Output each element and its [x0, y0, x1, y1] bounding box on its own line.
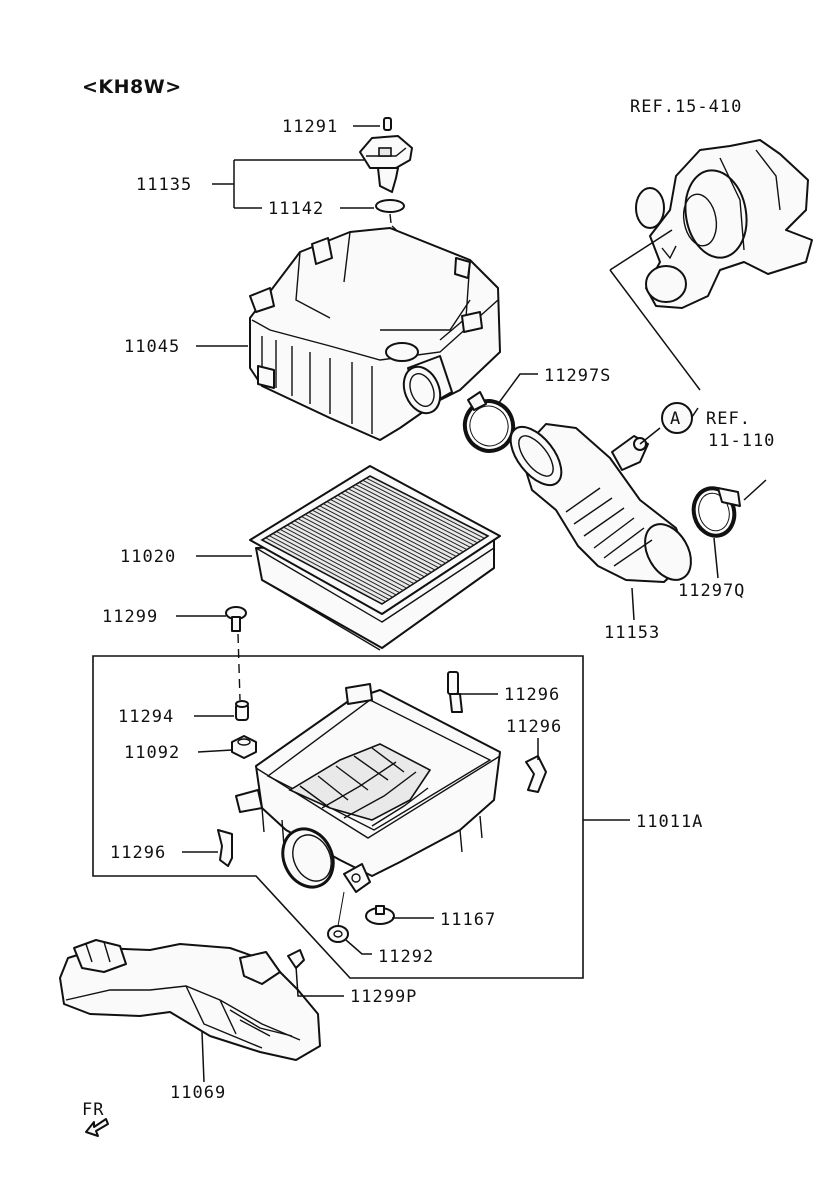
- front-arrow-icon: [85, 1118, 109, 1137]
- label-11135: 11135: [136, 175, 192, 195]
- label-11299: 11299: [102, 607, 158, 627]
- airflow-sensor-11135: [359, 135, 413, 193]
- hose-clamp-11297q: [691, 486, 741, 538]
- label-11297s: 11297S: [544, 366, 611, 386]
- clip-11296-top: [447, 671, 463, 713]
- leader-11292: [345, 939, 372, 955]
- clip-11299p: [287, 949, 305, 969]
- leader-11153: [631, 587, 635, 621]
- label-11291: 11291: [282, 117, 338, 137]
- leader-11297q: [713, 537, 719, 579]
- leader-11092: [197, 749, 233, 753]
- label-11292: 11292: [378, 947, 434, 967]
- leader-11299p: [295, 965, 344, 997]
- ref-line-side: [743, 479, 767, 501]
- clip-11296-left: [217, 829, 233, 867]
- label-11153: 11153: [604, 623, 660, 643]
- air-cleaner-cover-11045: [249, 227, 501, 441]
- turbocharger-reference: [635, 139, 813, 309]
- filter-element-11020: [249, 465, 501, 651]
- callout-leader: [639, 427, 661, 445]
- filter-pleats: [265, 477, 485, 603]
- hose-clamp-11297s: [462, 391, 516, 453]
- label-11296-right: 11296: [506, 717, 562, 737]
- label-11142: 11142: [268, 199, 324, 219]
- callout-a-circle: [661, 402, 693, 434]
- ref-line-turbo-2: [609, 269, 701, 391]
- label-11020: 11020: [120, 547, 176, 567]
- screw-11291: [383, 117, 392, 131]
- label-11167: 11167: [440, 910, 496, 930]
- label-11297q: 11297Q: [678, 581, 745, 601]
- label-11296-top: 11296: [504, 685, 560, 705]
- leader-11069: [201, 1031, 205, 1083]
- label-11294: 11294: [118, 707, 174, 727]
- callout-a-label: A: [670, 409, 681, 429]
- collar-11294: [235, 700, 249, 721]
- clip-11296-right: [525, 755, 547, 793]
- assembly-frame-11011a: [92, 655, 584, 979]
- o-ring-11142: [375, 199, 405, 213]
- assembly-line-grommet: [337, 891, 345, 927]
- intake-hose-11153: [509, 423, 692, 583]
- grommet-11167: [365, 905, 395, 925]
- bolt-11299: [225, 606, 247, 632]
- air-cleaner-case-11011a: [235, 683, 501, 893]
- direction-label: FR: [82, 1100, 104, 1120]
- label-11011a: 11011A: [636, 812, 703, 832]
- label-11092: 11092: [124, 743, 180, 763]
- ref-label-side-1: REF.: [706, 409, 751, 429]
- label-11045: 11045: [124, 337, 180, 357]
- label-11296-left: 11296: [110, 843, 166, 863]
- model-label: <KH8W>: [82, 76, 182, 98]
- label-11069: 11069: [170, 1083, 226, 1103]
- assembly-line-bolt: [237, 633, 241, 701]
- grommet-11292: [327, 925, 349, 943]
- leader-11297s: [497, 373, 538, 405]
- air-duct-11069: [59, 939, 321, 1061]
- grommet-11092: [231, 735, 257, 759]
- leader-11135: [212, 159, 364, 209]
- ref-line-turbo-1: [609, 229, 673, 271]
- ref-label-turbo: REF.15-410: [630, 97, 742, 117]
- label-11299p: 11299P: [350, 987, 417, 1007]
- ref-label-side-2: 11-110: [708, 431, 775, 451]
